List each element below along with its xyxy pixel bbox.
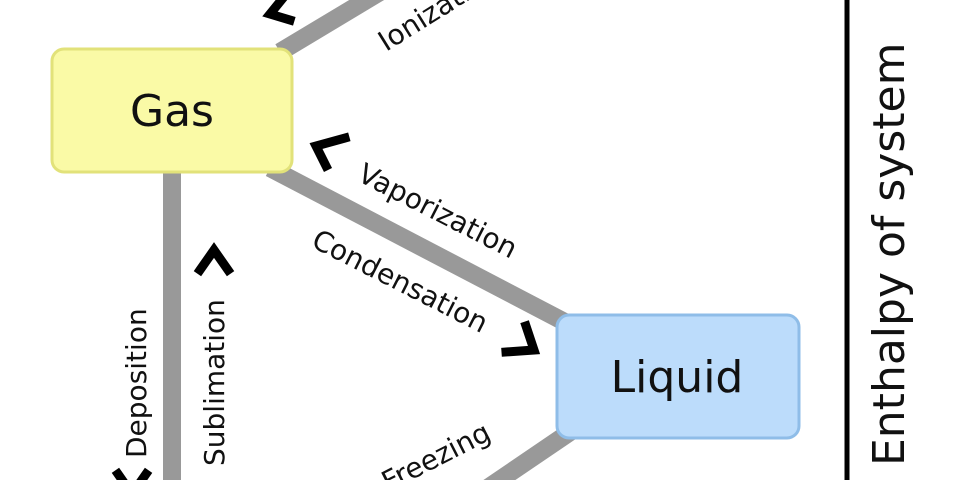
edge-liquid-solid (483, 424, 576, 480)
edge-gas-plasma (275, 0, 385, 60)
vaporization-arrow-icon (309, 132, 351, 173)
ionization-label: Ionization (372, 0, 505, 58)
edge-gas-liquid (265, 160, 585, 338)
gas-node-label: Gas (130, 86, 214, 137)
condensation-arrow-icon (501, 320, 541, 357)
enthalpy-axis-label: Enthalpy of system (864, 43, 915, 466)
sublimation-label: Sublimation (198, 299, 231, 466)
liquid-node-label: Liquid (611, 352, 744, 403)
gas-node-box (50, 47, 294, 174)
sublimation-arrow-icon (193, 242, 235, 277)
deposition-label: Deposition (120, 308, 153, 458)
liquid-node: Liquid (555, 313, 801, 440)
freezing-label: Freezing (376, 416, 496, 480)
liquid-node-box (555, 313, 801, 440)
gas-node: Gas (50, 47, 294, 174)
ionization-arrow-icon (262, 0, 296, 26)
deposition-arrow-icon (111, 467, 153, 480)
